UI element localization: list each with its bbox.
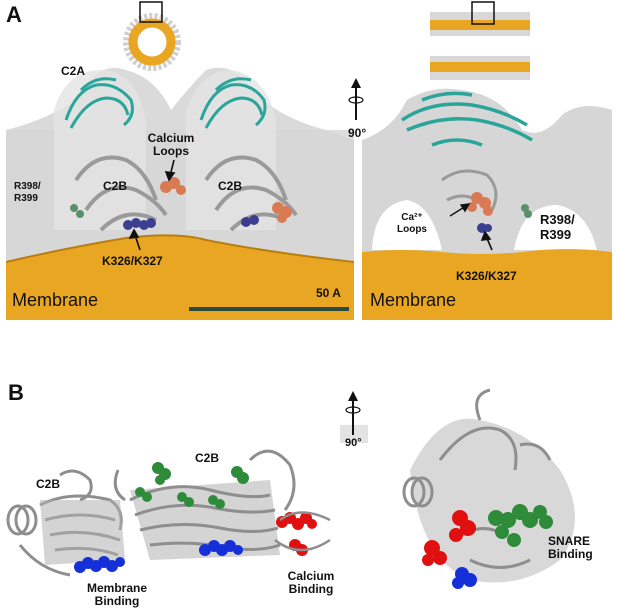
scale-bar <box>189 307 349 311</box>
panel-a-right-graphic <box>362 88 612 320</box>
rotation-arrow-b-icon <box>340 391 368 443</box>
membrane-label-right: Membrane <box>370 290 457 310</box>
c2b-rotated-structure <box>402 388 552 569</box>
c2a-structure-right <box>401 91 533 147</box>
rotation-label-b: 90° <box>345 437 362 449</box>
green-spheres-rotated <box>488 504 553 547</box>
scale-label: 50 A <box>316 286 341 300</box>
calcium-loops-spheres-1 <box>160 177 186 195</box>
membrane-binding-spheres-1 <box>123 218 156 230</box>
k326-label: K326/K327 <box>102 254 163 268</box>
membrane-label: Membrane <box>12 290 99 310</box>
r398-label: R398/ R399 <box>14 181 41 204</box>
k326-arrow-right <box>480 230 493 251</box>
panel-b-letter: B <box>8 380 24 405</box>
panel-a-letter: A <box>6 2 22 27</box>
membrane-binding-label: Membrane Binding <box>86 581 148 608</box>
calcium-arrow <box>164 159 176 182</box>
membrane-binding-spheres-middle <box>199 540 243 556</box>
membrane-binding-spheres-2 <box>241 215 259 227</box>
membrane-surface-right <box>362 249 612 320</box>
ca-loops-arrow-right <box>449 203 471 217</box>
c2a-structure-1 <box>64 77 134 129</box>
c2b-left-sheet <box>40 500 125 565</box>
calcium-binding-spheres <box>276 512 317 556</box>
c2b-middle-structure <box>113 449 296 551</box>
c2a-structure-2 <box>199 77 267 129</box>
membrane-surface <box>6 235 354 320</box>
rotation-label-a: 90° <box>348 126 367 140</box>
r398-spheres <box>70 204 84 218</box>
blue-spheres-rotated <box>452 567 477 589</box>
panel-a-right: Ca²⁺ Loops R398/ R399 K326/K327 Membrane <box>362 0 612 320</box>
panel-a-left: C2A Calcium Loops C2B C2B R398/ R399 K32… <box>6 0 354 320</box>
k326-arrow <box>128 228 141 251</box>
k326-label-right: K326/K327 <box>456 269 517 283</box>
r398-label-right: R398/ R399 <box>540 212 575 242</box>
c2b-label-2: C2B <box>218 179 243 193</box>
membrane-binding-spheres-right <box>477 223 492 233</box>
calcium-loops-spheres-2 <box>272 202 292 223</box>
r398-spheres-right <box>521 204 532 218</box>
c2b-label-b2: C2B <box>195 451 220 465</box>
c2b-label-1: C2B <box>103 179 128 193</box>
calcium-loops-label: Calcium Loops <box>147 131 195 158</box>
membrane-binding-spheres-left <box>74 556 125 573</box>
c2a-label: C2A <box>61 64 86 78</box>
c2b-structure-1 <box>74 155 168 232</box>
snare-binding-label: SNARE Binding <box>548 534 593 561</box>
calcium-binding-label: Calcium Binding <box>287 569 335 596</box>
green-spheres-middle <box>135 462 249 509</box>
red-spheres-rotated <box>422 510 476 566</box>
c2b-middle-sheet <box>130 480 280 560</box>
ca-loops-label: Ca²⁺ Loops <box>397 212 427 235</box>
c2b-label-b1: C2B <box>36 477 61 491</box>
panel-a-left-graphic <box>6 67 354 320</box>
c2b-left-structure <box>6 469 123 577</box>
